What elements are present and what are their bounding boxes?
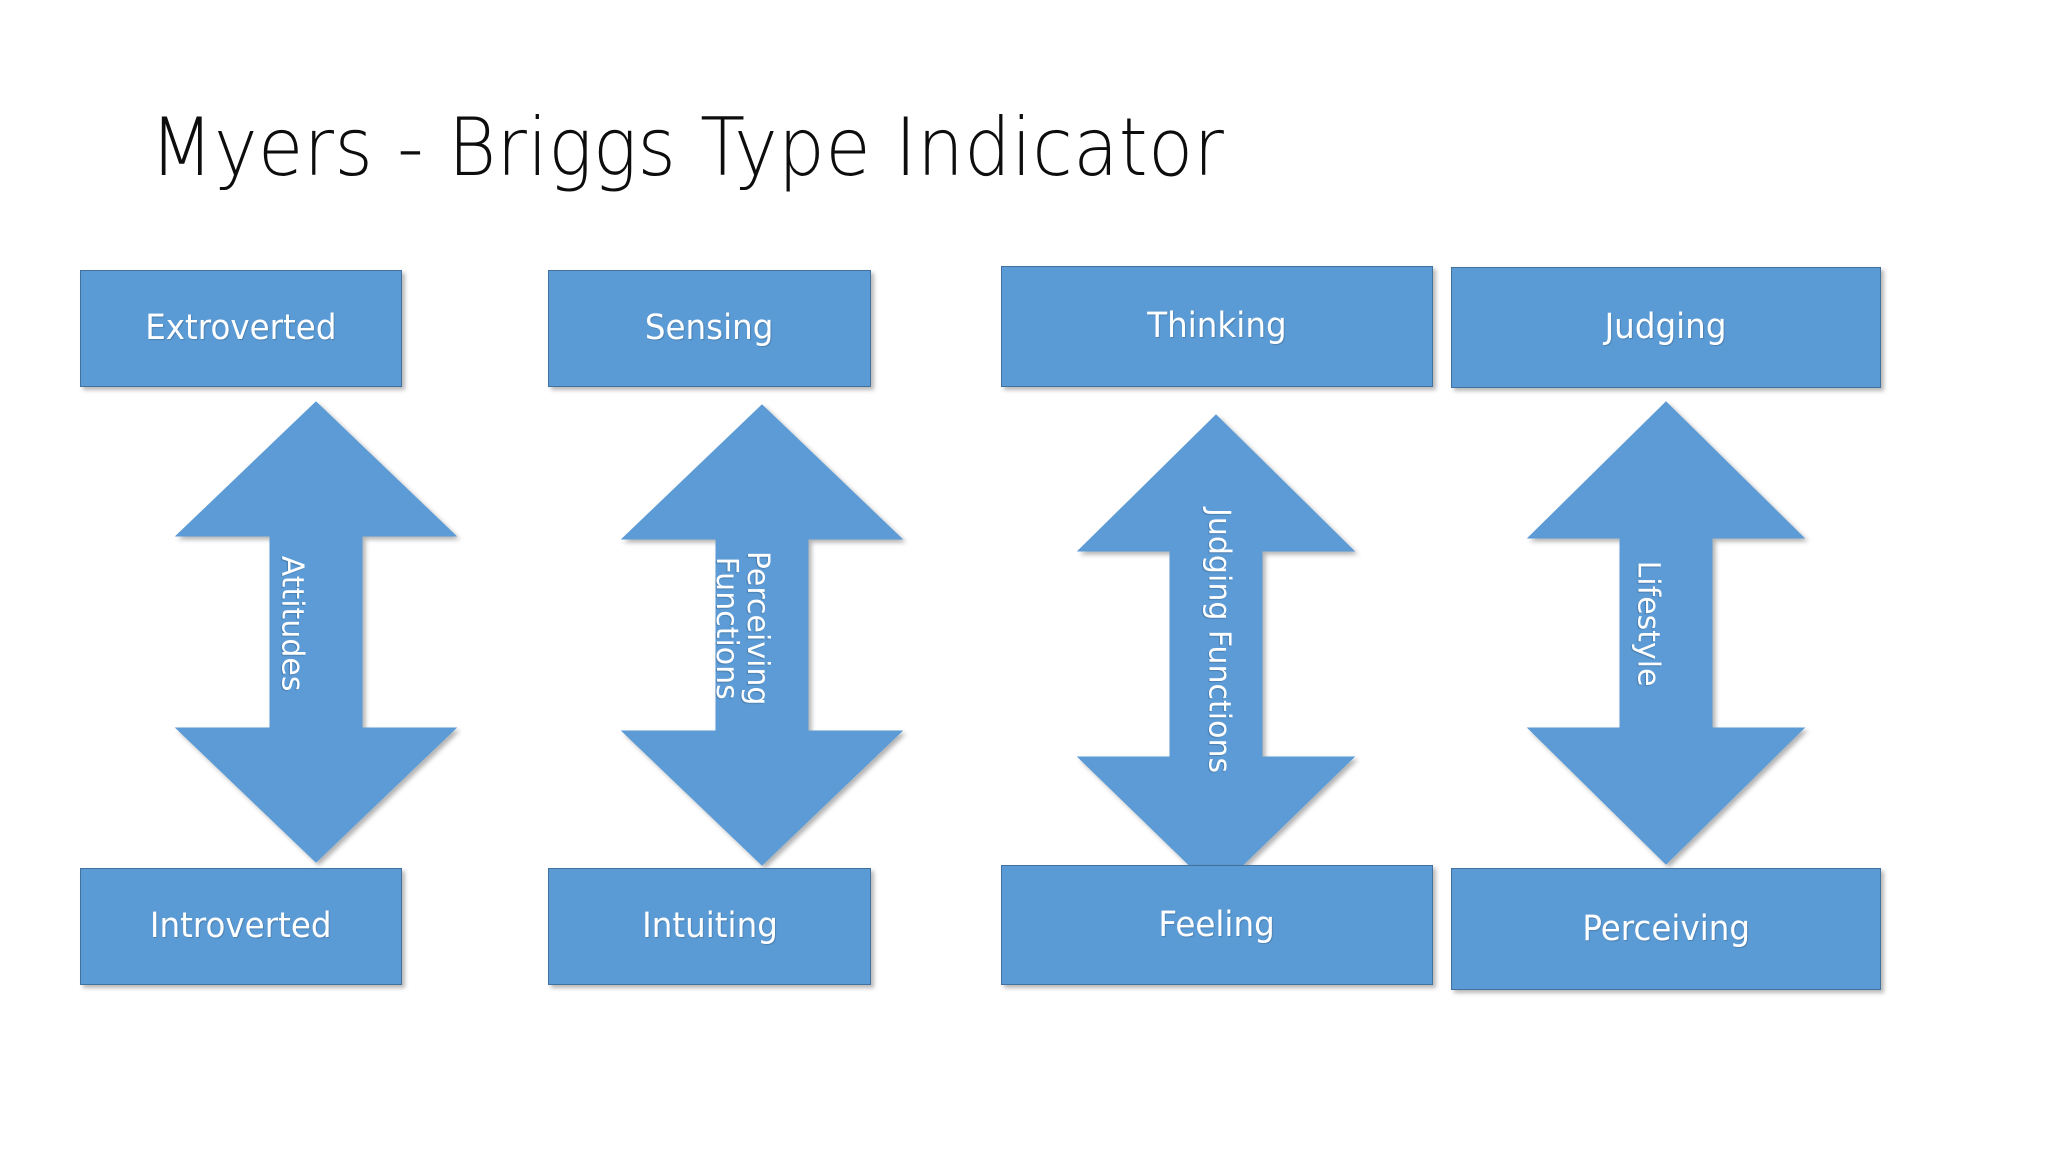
bottom-box-label: Perceiving [1582,908,1750,949]
double-arrow-icon [620,404,904,866]
bottom-box-label: Introverted [150,906,332,946]
bottom-box-intuiting[interactable]: Intuiting [548,868,871,985]
page-title: Myers - Briggs Type Indicator [150,101,1225,194]
top-box-label: Sensing [645,308,774,348]
top-box-label: Thinking [1147,306,1287,346]
bottom-box-perceiving[interactable]: Perceiving [1451,868,1881,990]
double-arrow-lifestyle[interactable]: Lifestyle [1526,401,1806,865]
top-box-extroverted[interactable]: Extroverted [80,270,402,387]
bottom-box-feeling[interactable]: Feeling [1001,865,1433,985]
top-box-label: Judging [1605,307,1727,347]
top-box-thinking[interactable]: Thinking [1001,266,1433,387]
double-arrow-icon [1526,401,1806,865]
double-arrow-icon [174,401,458,863]
top-box-label: Extroverted [145,308,337,348]
top-box-judging[interactable]: Judging [1451,267,1881,388]
double-arrow-attitudes[interactable]: Attitudes [174,401,458,863]
bottom-box-label: Intuiting [641,906,778,946]
double-arrow-icon [1076,414,1356,892]
bottom-box-introverted[interactable]: Introverted [80,868,402,985]
bottom-box-label: Feeling [1158,904,1276,945]
top-box-sensing[interactable]: Sensing [548,270,871,387]
double-arrow-judging-functions[interactable]: Judging Functions [1076,414,1356,892]
